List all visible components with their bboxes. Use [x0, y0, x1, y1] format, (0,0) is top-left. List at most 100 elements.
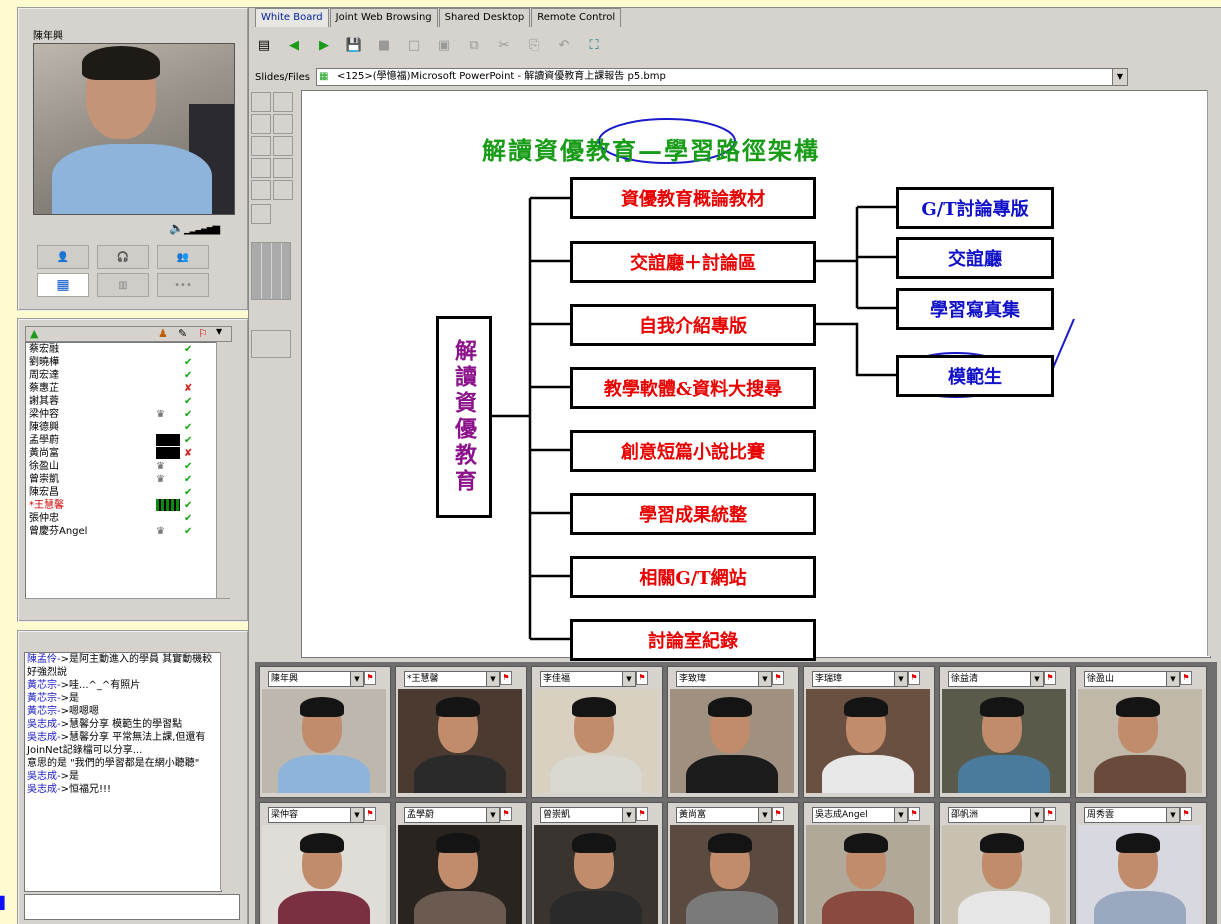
eraser-tool[interactable]	[251, 180, 271, 200]
user-list-item[interactable]: 劉曉樺✔	[26, 356, 216, 369]
chevron-down-icon[interactable]: ▼	[1030, 808, 1043, 822]
pointer-tool[interactable]	[251, 92, 271, 112]
flag-icon[interactable]: ⚑	[364, 671, 376, 685]
user-list-item[interactable]: 曾慶芬Angel♛✔	[26, 525, 216, 538]
chevron-down-icon[interactable]: ▼	[350, 808, 363, 822]
user-list-hscrollbar[interactable]	[25, 598, 230, 613]
video-tile[interactable]: 李瑞璋▼⚑	[803, 666, 935, 798]
settings-tool[interactable]	[251, 204, 271, 224]
print-icon[interactable]: ▣	[437, 37, 451, 53]
rect-tool[interactable]	[251, 136, 271, 156]
text-tool[interactable]	[251, 114, 271, 134]
video-tile-name[interactable]: *王慧馨▼	[404, 671, 500, 687]
pen-tool[interactable]	[251, 158, 271, 178]
user-list-item[interactable]: 周宏達✔	[26, 369, 216, 382]
whiteboard-scrollbar[interactable]	[1207, 90, 1221, 656]
grid-button[interactable]: ▥	[97, 273, 149, 297]
video-tile-name[interactable]: 李致瑋▼	[676, 671, 772, 687]
speaker-button[interactable]: 🎧	[97, 245, 149, 269]
paste-icon[interactable]: ⎘	[528, 37, 540, 53]
user-list-item[interactable]: 陳德興✔	[26, 421, 216, 434]
video-tile-name[interactable]: 孟學蔚▼	[404, 807, 500, 823]
video-tile-name[interactable]: 邵帆洲▼	[948, 807, 1044, 823]
copy-icon[interactable]: ⧉	[469, 37, 479, 53]
chevron-down-icon[interactable]: ▼	[758, 808, 771, 822]
tab-remote-control[interactable]: Remote Control	[531, 8, 622, 27]
user-list-item[interactable]: 孟學蔚✔	[26, 434, 216, 447]
video-tile[interactable]: 孟學蔚▼⚑	[395, 802, 527, 924]
tab-joint-web-browsing[interactable]: Joint Web Browsing	[329, 8, 438, 27]
chevron-down-icon[interactable]: ▼	[1166, 672, 1179, 686]
stop-icon[interactable]: ■	[377, 37, 391, 53]
flag-icon[interactable]: ⚑	[500, 671, 512, 685]
video-tile[interactable]: 徐盈山▼⚑	[1075, 666, 1207, 798]
flag-icon[interactable]: ⚑	[636, 807, 648, 821]
flag-icon[interactable]: ⚑	[1044, 807, 1056, 821]
video-tile[interactable]: 黃尚富▼⚑	[667, 802, 799, 924]
video-tile[interactable]: 李佳福▼⚑	[531, 666, 663, 798]
line-tool[interactable]	[273, 114, 293, 134]
chevron-down-icon[interactable]: ▼	[1030, 672, 1043, 686]
video-tile-name[interactable]: 李瑞璋▼	[812, 671, 908, 687]
flag-icon[interactable]: ⚑	[908, 671, 920, 685]
video-tile-name[interactable]: 曾崇凱▼	[540, 807, 636, 823]
whiteboard[interactable]: 解讀資優教育—學習路徑架構 解讀資優教育 資優教育概論教材 交誼廳＋討論區 自我…	[301, 90, 1211, 661]
flag-icon[interactable]: ⚑	[772, 807, 784, 821]
video-tile[interactable]: 梁仲容▼⚑	[259, 802, 391, 924]
video-tile-name[interactable]: 梁仲容▼	[268, 807, 364, 823]
user-list-item[interactable]: 謝其蓉✔	[26, 395, 216, 408]
fit-icon[interactable]: ⛶	[589, 37, 599, 53]
video-tile-name[interactable]: 黃尚富▼	[676, 807, 772, 823]
undo-icon[interactable]: ↶	[558, 37, 570, 53]
flag-icon[interactable]: ⚑	[1180, 671, 1192, 685]
video-tile[interactable]: 曾崇凱▼⚑	[531, 802, 663, 924]
flag-icon[interactable]: ⚑	[364, 807, 376, 821]
user-list-item[interactable]: *王慧馨✔	[26, 499, 216, 512]
user-list-item[interactable]: 徐盈山♛✔	[26, 460, 216, 473]
slides-icon[interactable]: ▤	[257, 37, 271, 53]
video-tile[interactable]: 吳志成Angel▼⚑	[803, 802, 935, 924]
video-tile[interactable]: 周秀雲▼⚑	[1075, 802, 1207, 924]
chevron-down-icon[interactable]: ▼	[622, 672, 635, 686]
user-list-item[interactable]: 梁仲容♛✔	[26, 408, 216, 421]
volume-icon[interactable]: 🔈▁▂▃▄▅▆	[169, 221, 220, 235]
cut-icon[interactable]: ✂	[498, 37, 510, 53]
video-tile-name[interactable]: 李佳福▼	[540, 671, 636, 687]
user-list-item[interactable]: 曾崇凱♛✔	[26, 473, 216, 486]
video-tile-name[interactable]: 徐益清▼	[948, 671, 1044, 687]
chevron-down-icon[interactable]: ▼	[486, 808, 499, 822]
video-tile[interactable]: 陳年興▼⚑	[259, 666, 391, 798]
chat-input[interactable]	[24, 894, 240, 920]
chat-scrollbar[interactable]	[220, 652, 237, 890]
chevron-down-icon[interactable]: ▼	[486, 672, 499, 686]
windows-button[interactable]: ▦	[37, 273, 89, 297]
tab-shared-desktop[interactable]: Shared Desktop	[438, 8, 531, 27]
flag-icon[interactable]: ⚑	[908, 807, 920, 821]
video-tile-name[interactable]: 徐盈山▼	[1084, 671, 1180, 687]
user-list-item[interactable]: 蔡宏融✔	[26, 343, 216, 356]
next-icon[interactable]: ▶	[319, 37, 329, 53]
chevron-down-icon[interactable]: ▼	[350, 672, 363, 686]
slides-select[interactable]: ▦ <125>(學憶福)Microsoft PowerPoint - 解讀資優教…	[315, 68, 1128, 86]
marker-tool[interactable]	[273, 158, 293, 178]
flag-icon[interactable]: ⚑	[1180, 807, 1192, 821]
flag-icon[interactable]: ⚑	[636, 671, 648, 685]
fill-tool[interactable]	[273, 180, 293, 200]
ellipse-tool[interactable]	[273, 136, 293, 156]
video-tile[interactable]: 邵帆洲▼⚑	[939, 802, 1071, 924]
tab-white-board[interactable]: White Board	[255, 8, 329, 27]
video-tile[interactable]: *王慧馨▼⚑	[395, 666, 527, 798]
mic-button[interactable]: 👤	[37, 245, 89, 269]
user-button[interactable]: 👥	[157, 245, 209, 269]
new-page-icon[interactable]: □	[407, 37, 421, 53]
video-tile-name[interactable]: 周秀雲▼	[1084, 807, 1180, 823]
more-button[interactable]: •••	[157, 273, 209, 297]
chevron-down-icon[interactable]: ▼	[758, 672, 771, 686]
video-tile[interactable]: 李致瑋▼⚑	[667, 666, 799, 798]
user-list-item[interactable]: 張仲忠✔	[26, 512, 216, 525]
flag-icon[interactable]: ⚑	[772, 671, 784, 685]
user-list-item[interactable]: 黃尚富✘	[26, 447, 216, 460]
chevron-down-icon[interactable]: ▼	[1166, 808, 1179, 822]
video-tile-name[interactable]: 吳志成Angel▼	[812, 807, 908, 823]
video-tile[interactable]: 徐益清▼⚑	[939, 666, 1071, 798]
